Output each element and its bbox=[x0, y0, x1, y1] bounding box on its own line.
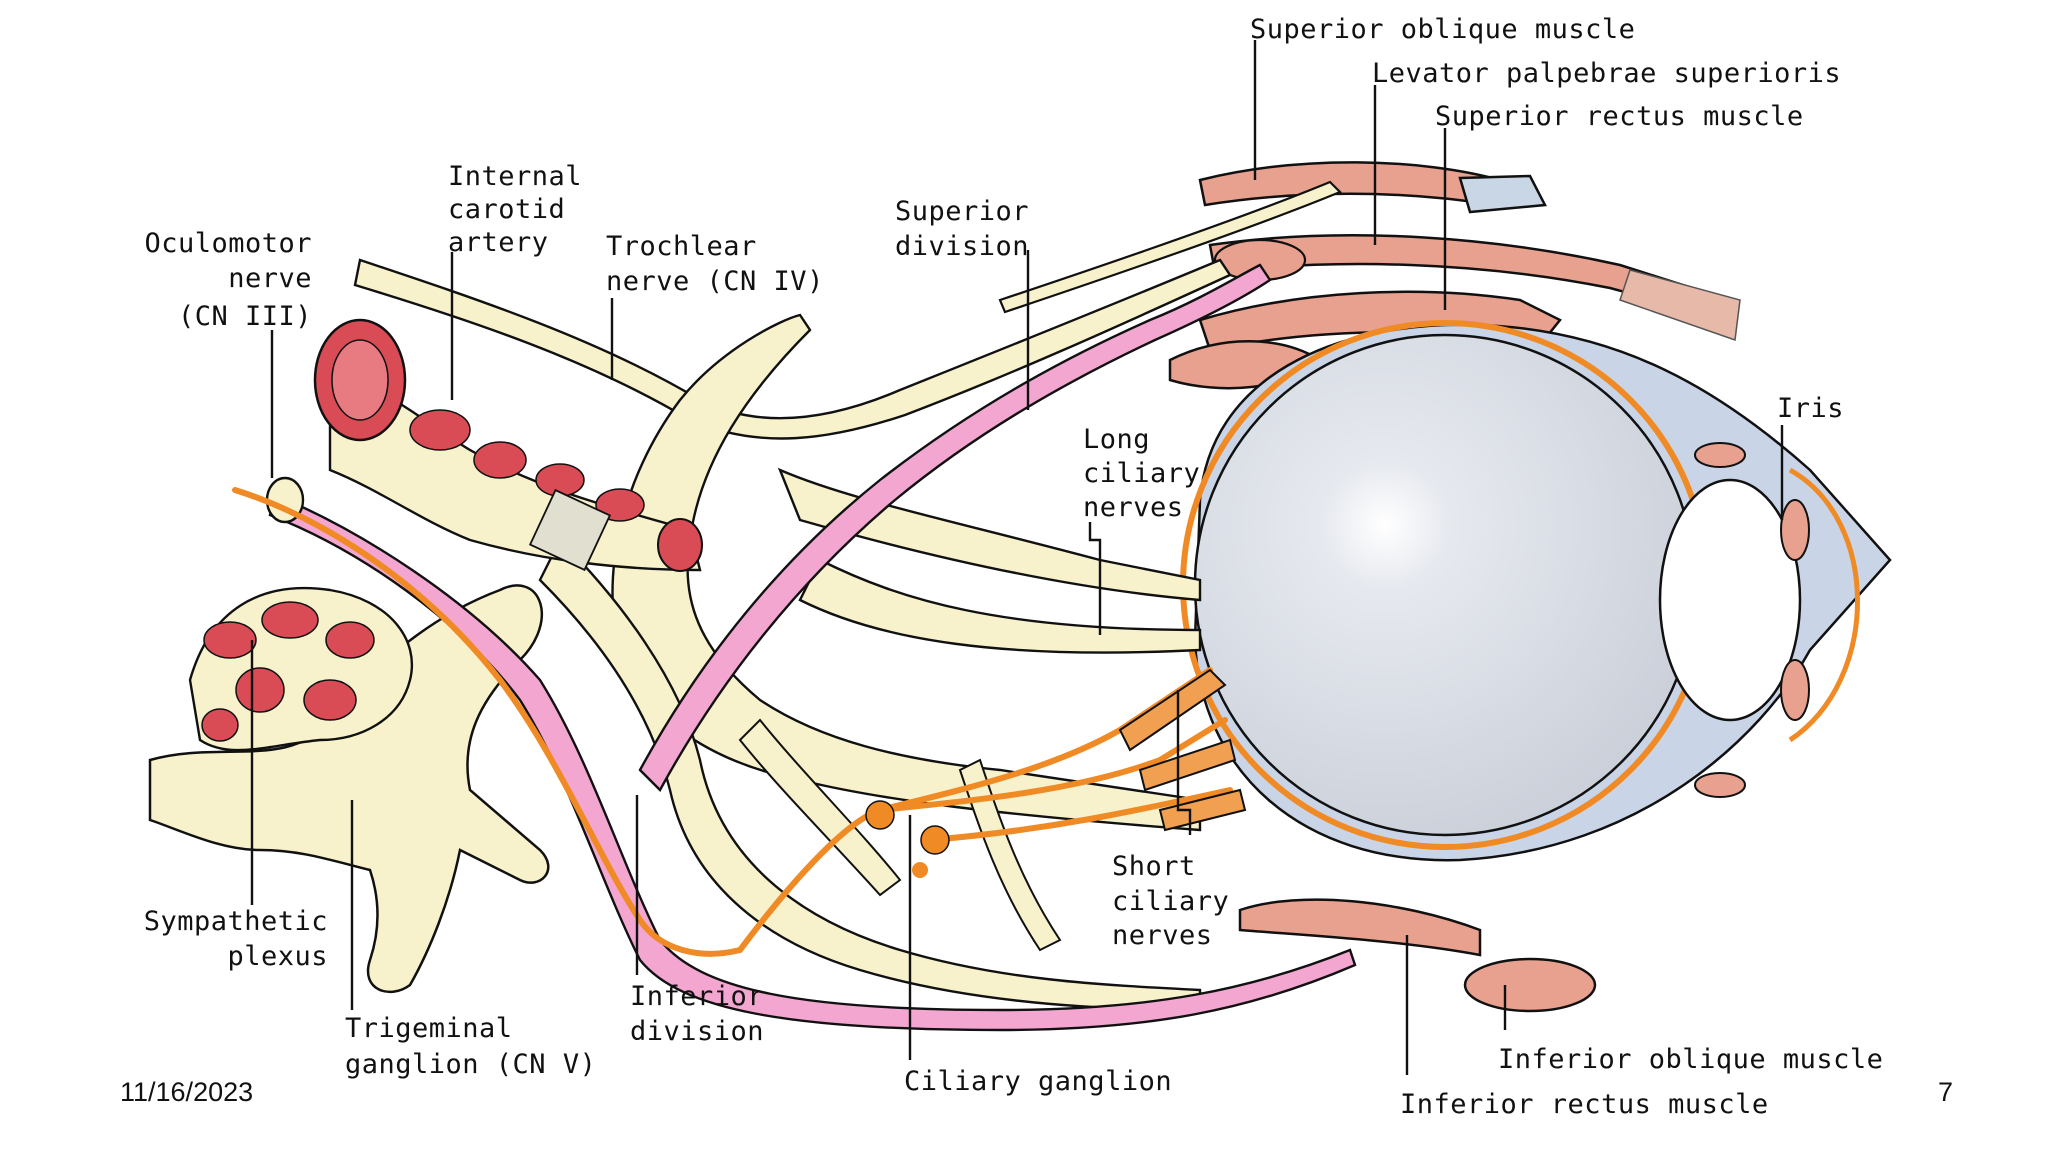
levator-palpebrae-muscle bbox=[1208, 234, 1741, 342]
superior-division-label-2: division bbox=[895, 231, 1029, 262]
internal-carotid-artery bbox=[313, 318, 703, 572]
leader-lines bbox=[250, 40, 1784, 1075]
sympathetic-plexus-cluster bbox=[188, 586, 414, 752]
inferior-oblique-label: Inferior oblique muscle bbox=[1498, 1044, 1883, 1075]
inferior-rectus-label: Inferior rectus muscle bbox=[1400, 1089, 1769, 1120]
inferior-rectus-muscle bbox=[1238, 898, 1482, 957]
sympathetic-label-1: Sympathetic bbox=[144, 906, 328, 937]
superior-oblique-muscle bbox=[998, 161, 1547, 314]
inferior-division-label-2: division bbox=[630, 1016, 764, 1047]
iris-label: Iris bbox=[1777, 393, 1844, 424]
oculomotor-label-3: (CN III) bbox=[178, 301, 312, 332]
superior-rectus-label: Superior rectus muscle bbox=[1435, 101, 1804, 132]
short-ciliary-label-3: nerves bbox=[1112, 920, 1213, 951]
inferior-oblique-muscle bbox=[1463, 957, 1597, 1013]
slide-number: 7 bbox=[1938, 1077, 1954, 1107]
long-ciliary-label-2: ciliary bbox=[1083, 458, 1200, 489]
levator-palpebrae-label: Levator palpebrae superioris bbox=[1372, 58, 1841, 89]
nerve-network bbox=[538, 313, 1202, 1012]
internal-carotid-label-2: carotid bbox=[448, 194, 565, 225]
slide-date: 11/16/2023 bbox=[120, 1077, 254, 1107]
short-ciliary-label-1: Short bbox=[1112, 851, 1196, 882]
internal-carotid-label-3: artery bbox=[448, 227, 549, 258]
oculomotor-label-1: Oculomotor bbox=[144, 228, 312, 259]
inferior-division-label-1: Inferior bbox=[630, 981, 764, 1012]
sympathetic-label-2: plexus bbox=[227, 941, 328, 972]
trigeminal-label-1: Trigeminal bbox=[345, 1013, 513, 1044]
trochlear-label-2: nerve (CN IV) bbox=[606, 266, 824, 297]
ciliary-ganglion-shape bbox=[865, 800, 950, 878]
ciliary-ganglion-label: Ciliary ganglion bbox=[904, 1066, 1172, 1097]
oculomotor-label-2: nerve bbox=[228, 263, 312, 294]
trigeminal-label-2: ganglion (CN V) bbox=[345, 1049, 596, 1080]
trochlear-label-1: Trochlear bbox=[606, 231, 757, 262]
short-ciliary-label-2: ciliary bbox=[1112, 886, 1229, 917]
superior-division-label-1: Superior bbox=[895, 196, 1029, 227]
short-ciliary-nerves bbox=[1118, 668, 1247, 832]
iris-shape bbox=[1694, 442, 1810, 798]
internal-carotid-label-1: Internal bbox=[448, 161, 582, 192]
long-ciliary-label-1: Long bbox=[1083, 424, 1150, 455]
long-ciliary-label-3: nerves bbox=[1083, 492, 1184, 523]
superior-oblique-label: Superior oblique muscle bbox=[1250, 14, 1635, 45]
